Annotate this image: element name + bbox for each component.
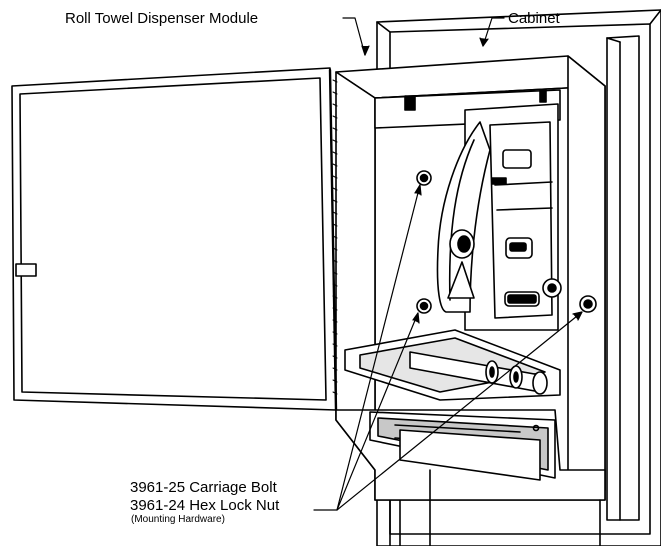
carriage-bolt-right (579, 295, 597, 313)
cabinet-label: Cabinet (508, 10, 560, 27)
roll-holder-mechanism (436, 121, 562, 319)
dispenser-door (11, 67, 338, 412)
leader-lines (313, 17, 583, 511)
carriage-bolt-label: 3961-25 Carriage Bolt (130, 479, 277, 496)
carriage-bolt-upper (416, 170, 432, 186)
hex-lock-nut-label: 3961-24 Hex Lock Nut (130, 497, 280, 514)
dispenser-tray (335, 329, 606, 546)
mounting-hardware-label: (Mounting Hardware) (131, 514, 225, 525)
door-hinge (332, 79, 338, 395)
module-label: Roll Towel Dispenser Module (65, 10, 259, 27)
door-latch (15, 263, 37, 277)
hex-lock-nut-lower (416, 298, 432, 314)
